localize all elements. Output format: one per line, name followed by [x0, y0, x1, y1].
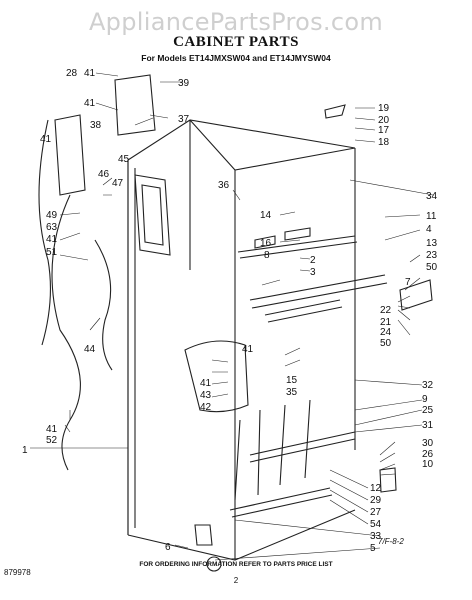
divider-rail-lower: [264, 299, 343, 323]
callout-41: 41: [200, 378, 212, 389]
upper-rail: [237, 235, 358, 259]
callout-39: 39: [178, 78, 190, 89]
callout-6: 6: [165, 542, 171, 553]
callout-33: 33: [370, 531, 382, 542]
cabinet-side-panel: [127, 160, 136, 535]
callout-63: 63: [46, 222, 58, 233]
leader-lines: [30, 72, 434, 561]
callout-44: 44: [84, 344, 96, 355]
callout-18: 18: [378, 137, 390, 148]
callout-16: 16: [260, 238, 272, 249]
callout-28: 28: [66, 68, 78, 79]
callout-37: 37: [178, 114, 190, 125]
side-cutout-inner: [141, 184, 164, 246]
callout-27: 27: [370, 507, 382, 518]
callout-49: 49: [46, 210, 58, 221]
callout-36: 36: [218, 180, 230, 191]
callout-10: 10: [422, 459, 434, 470]
callout-41: 41: [46, 424, 58, 435]
callout-29: 29: [370, 495, 382, 506]
leader-line: [211, 295, 423, 433]
callout-41: 41: [46, 234, 58, 245]
callout-42: 42: [200, 402, 212, 413]
power-cord: [51, 194, 81, 471]
callout-38: 38: [90, 120, 102, 131]
control-box: [54, 114, 86, 196]
callout-46: 46: [98, 169, 110, 180]
callouts: 28 41 39 41 38 37 41 45 46 47 49 63 41 5…: [22, 68, 438, 554]
callout-17: 17: [378, 125, 390, 136]
leveler-foot: [206, 556, 222, 572]
leveling-leg: [379, 467, 397, 493]
bottom-shelf-rails: [234, 399, 311, 501]
light-socket: [324, 104, 346, 119]
callout-12: 12: [370, 483, 382, 494]
side-cutout: [134, 174, 171, 256]
callout-19: 19: [378, 103, 390, 114]
callout-4: 4: [426, 224, 432, 235]
bottom-frame: [229, 487, 333, 518]
callout-41: 41: [242, 344, 254, 355]
control-panel-right: [114, 74, 156, 136]
callout-24: 24: [380, 327, 392, 338]
page-number: 2: [233, 576, 239, 585]
callout-3: 3: [310, 267, 316, 278]
ordering-note: FOR ORDERING INFORMATION REFER TO PARTS …: [139, 561, 333, 568]
callout-52: 52: [46, 435, 58, 446]
callout-51: 51: [46, 247, 58, 258]
callout-41: 41: [40, 134, 52, 145]
callout-14: 14: [260, 210, 272, 221]
harness-wire: [38, 119, 51, 346]
bottom-shelf-front: [249, 431, 356, 463]
callout-7: 7: [405, 277, 411, 288]
callout-35: 35: [286, 387, 298, 398]
document-number: 879978: [4, 568, 31, 577]
callout-21: 21: [380, 317, 392, 328]
callout-47: 47: [112, 178, 124, 189]
leader-line: [30, 410, 396, 561]
leader-line: [232, 107, 434, 291]
callout-13: 13: [426, 238, 438, 249]
callout-25: 25: [422, 405, 434, 416]
callout-9: 9: [422, 394, 428, 405]
callout-43: 43: [200, 390, 212, 401]
foot-left: [194, 524, 213, 546]
callout-8: 8: [264, 250, 270, 261]
cabinet-top-inner: [189, 119, 356, 171]
diagram-subtitle: For Models ET14JMXSW04 and ET14JMYSW04: [141, 53, 331, 63]
drain-pan: [254, 227, 311, 249]
callout-34: 34: [426, 191, 438, 202]
callout-15: 15: [286, 375, 298, 386]
callout-41: 41: [84, 68, 96, 79]
callout-50: 50: [380, 338, 392, 349]
hinge-bracket: [399, 279, 433, 311]
revision-code: 7/F-8-2: [378, 537, 404, 546]
evaporator-housing: [184, 340, 249, 413]
diagram-title: CABINET PARTS: [173, 34, 299, 50]
callout-30: 30: [422, 438, 434, 449]
callout-41: 41: [84, 98, 96, 109]
callout-11: 11: [426, 211, 437, 222]
callout-31: 31: [422, 420, 434, 431]
callout-26: 26: [422, 449, 434, 460]
callout-20: 20: [378, 115, 390, 126]
callout-45: 45: [118, 154, 130, 165]
callout-50: 50: [426, 262, 438, 273]
drain-tube: [94, 239, 113, 371]
leader-line: [59, 72, 183, 331]
callout-23: 23: [426, 250, 438, 261]
callout-54: 54: [370, 519, 382, 530]
watermark: AppliancePartsPros.com: [88, 8, 384, 36]
cabinet-drawing: [38, 74, 433, 572]
callout-2: 2: [310, 255, 316, 266]
callout-22: 22: [380, 305, 392, 316]
callout-32: 32: [422, 380, 434, 391]
callout-5: 5: [370, 543, 376, 554]
divider-rail: [249, 274, 388, 309]
callout-1: 1: [22, 445, 28, 456]
